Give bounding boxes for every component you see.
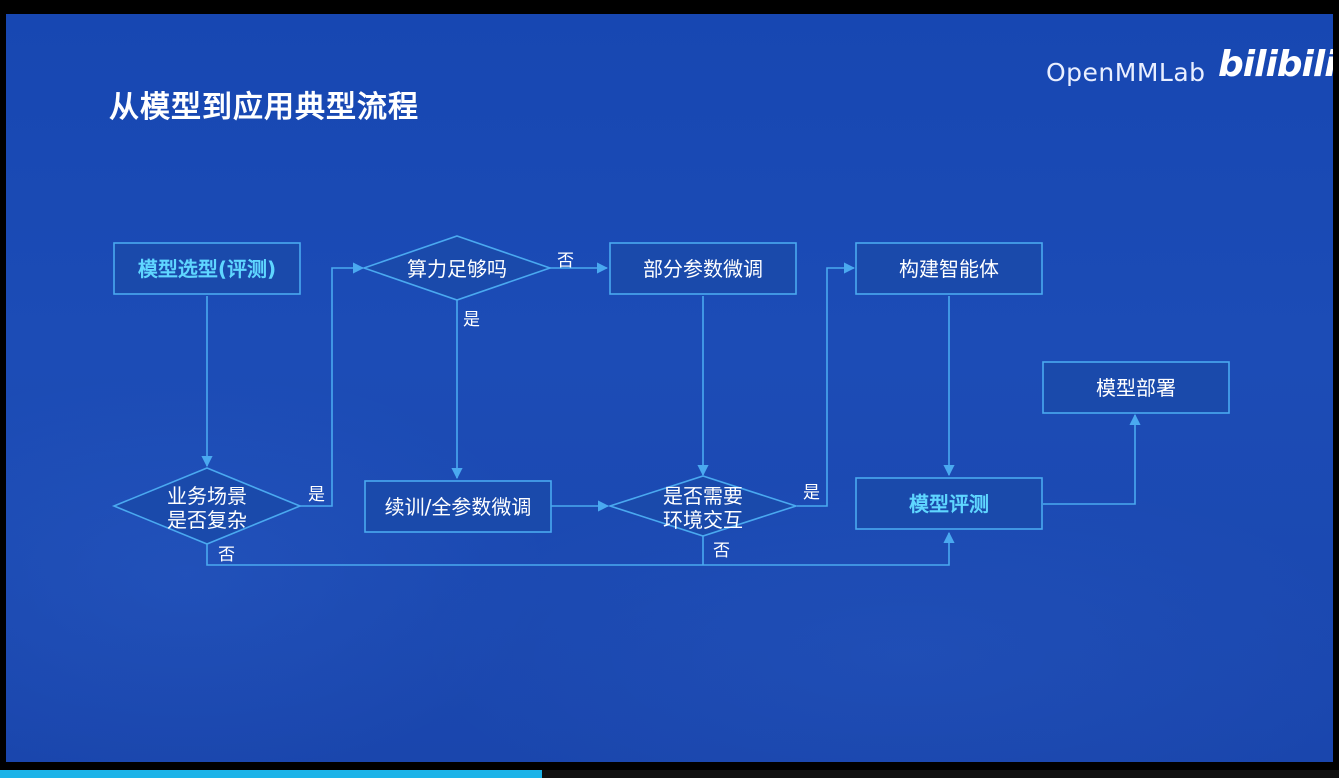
edge-label-compute-no: 否 [557, 251, 574, 271]
node-label: 构建智能体 [899, 257, 999, 281]
node-label: 部分参数微调 [643, 257, 763, 281]
slide: 从模型到应用典型流程 OpenMMLab bilibili 模型选型(评测) [6, 14, 1333, 762]
node-label-line-1: 业务场景 [167, 484, 247, 508]
node-partial-finetune: 部分参数微调 [609, 242, 797, 295]
node-label: 模型部署 [1096, 376, 1176, 400]
video-progress-bar[interactable] [0, 770, 1339, 778]
edge-label-business-no: 否 [218, 545, 235, 565]
node-business-check: 业务场景 是否复杂 [111, 467, 303, 545]
node-label-line-2: 环境交互 [663, 508, 743, 532]
node-label-line-1: 是否需要 [663, 484, 743, 508]
edge-env-yes-to-agent [797, 262, 856, 507]
edge-business-no-to-eval [206, 531, 955, 566]
edge-label-compute-yes: 是 [463, 310, 480, 330]
page-title: 从模型到应用典型流程 [109, 90, 419, 125]
brand-logo-text: OpenMMLab [1046, 58, 1206, 87]
edges [201, 262, 1141, 566]
node-model-selection: 模型选型(评测) [113, 242, 301, 295]
edge-business-yes-to-compute [299, 262, 365, 507]
node-model-deploy: 模型部署 [1042, 361, 1230, 414]
node-label: 模型选型(评测) [138, 257, 276, 281]
node-label: 续训/全参数微调 [385, 495, 532, 519]
node-label: 算力足够吗 [407, 257, 507, 281]
edge-label-env-yes: 是 [803, 483, 820, 503]
node-model-eval: 模型评测 [855, 477, 1043, 530]
edge-label-env-no: 否 [713, 541, 730, 561]
node-compute-check: 算力足够吗 [361, 235, 553, 301]
edge-label-business-yes: 是 [308, 485, 325, 505]
flowchart: 模型选型(评测) 部分参数微调 构建智能体 模型部署 续训/全参数微调 模型评测… [111, 235, 1230, 566]
node-env-interact-check: 是否需要 环境交互 [607, 475, 799, 537]
node-full-finetune: 续训/全参数微调 [364, 480, 552, 533]
node-label: 模型评测 [909, 492, 989, 516]
video-progress-fill [0, 770, 543, 778]
edge-eval-to-deploy [1043, 413, 1141, 505]
node-label-line-2: 是否复杂 [167, 508, 247, 532]
bilibili-logo: bilibili [1218, 44, 1333, 85]
node-build-agent: 构建智能体 [855, 242, 1043, 295]
